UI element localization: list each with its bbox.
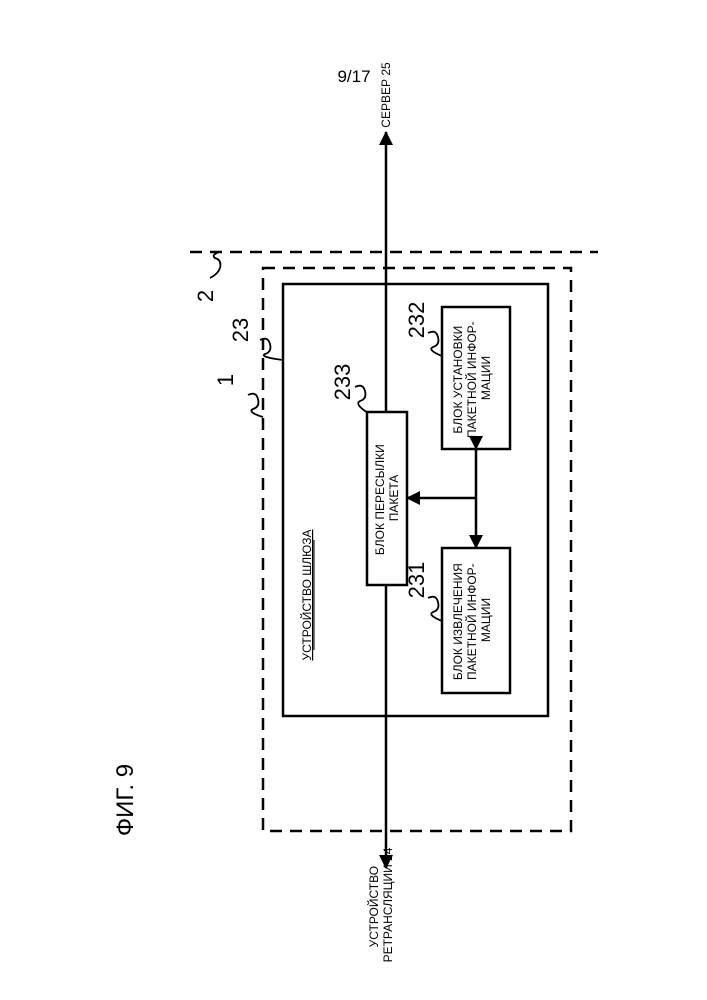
leader-2 [210,252,220,278]
ref-1: 1 [213,374,238,386]
block-231-line-1: БЛОК ИЗВЛЕЧЕНИЯ [451,563,465,680]
server-label: СЕРВЕР 25 [379,62,393,128]
block-233-line-1: БЛОК ПЕРЕСЫЛКИ [373,444,387,555]
ref-232: 232 [404,302,429,339]
block-231-line-2: ПАКЕТНОЙ ИНФОР- [464,563,479,680]
block-233-line-2: ПАКЕТА [387,475,401,522]
relay-label-line-1: УСТРОЙСТВО [366,866,381,947]
figure-label: ФИГ. 9 [112,764,139,836]
page-number: 9/17 [337,67,370,86]
ref-231: 231 [404,562,429,599]
leader-1 [248,394,263,417]
gateway-title: УСТРОЙСТВО ШЛЮЗА [299,529,314,660]
relay-label-line-2: РЕТРАНСЛЯЦИИ 24 [381,847,395,962]
block-232-line-2: ПАКЕТНОЙ ИНФОР- [464,321,479,438]
block-232-line-1: БЛОК УСТАНОВКИ [451,326,465,434]
ref-2: 2 [193,290,218,302]
block-231-line-3: МАЦИИ [479,598,493,642]
block-232-line-3: МАЦИИ [479,356,493,400]
relay-label: УСТРОЙСТВО РЕТРАНСЛЯЦИИ 24 [366,847,395,962]
ref-233: 233 [330,364,355,401]
ref-23: 23 [228,318,253,342]
